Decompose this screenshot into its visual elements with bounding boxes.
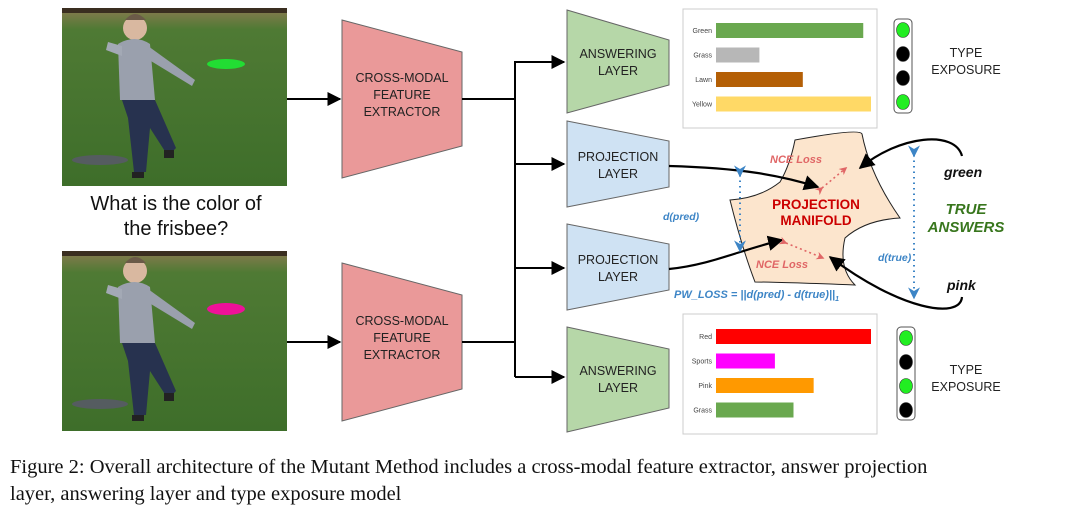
answering-label-line1: ANSWERING [579, 364, 656, 378]
type-exposure-1: TYPE EXPOSURE [893, 18, 1001, 114]
bar-label: Grass [693, 408, 712, 415]
nce-arrow-bottom [778, 236, 825, 260]
bar-label: Yellow [692, 102, 713, 109]
projection-layer-2: PROJECTION LAYER [566, 223, 670, 311]
question-line1: What is the color of [90, 193, 262, 215]
type-exposure-label-line1: TYPE [950, 363, 983, 377]
true-answer-pink: pink [946, 277, 977, 293]
bar-pink [716, 378, 814, 393]
answering-label-line1: ANSWERING [579, 47, 656, 61]
type-exposure-label-line2: EXPOSURE [931, 380, 1000, 394]
answering-label-line2: LAYER [598, 64, 638, 78]
light-black [899, 402, 913, 418]
extractor-label-line3: EXTRACTOR [364, 348, 441, 362]
light-green [896, 22, 910, 38]
projection-label-line2: LAYER [598, 270, 638, 284]
bar-label: Lawn [695, 77, 712, 84]
bar-green [716, 23, 864, 38]
arrow-projection2-to-manifold [668, 235, 784, 271]
nce-loss-top-label: NCE Loss [770, 154, 822, 166]
cross-modal-extractor-1: CROSS-MODAL FEATURE EXTRACTOR [341, 19, 463, 179]
arrow-pink-to-manifold [828, 256, 964, 310]
mutant-photo [62, 251, 287, 431]
d-pred-label: d(pred) [663, 211, 700, 223]
question-line2: the frisbee? [123, 218, 229, 240]
manifold-label-line2: MANIFOLD [780, 213, 851, 228]
caption-line1: Figure 2: Overall architecture of the Mu… [10, 456, 928, 478]
light-green [899, 378, 913, 394]
type-exposure-2: TYPE EXPOSURE [896, 326, 1001, 421]
extractor-label-line1: CROSS-MODAL [355, 314, 448, 328]
projection-label-line1: PROJECTION [578, 253, 659, 267]
manifold-label-line1: PROJECTION [772, 197, 860, 212]
bar-label: Red [699, 334, 712, 341]
extractor-label-line3: EXTRACTOR [364, 105, 441, 119]
manhole-cover [72, 155, 128, 165]
bar-red [716, 329, 871, 344]
traffic-light-frame [896, 326, 916, 421]
bar-label: Sports [692, 359, 713, 366]
projection-layer-1: PROJECTION LAYER [566, 120, 670, 208]
bar-label: Green [693, 28, 713, 35]
figure-caption: Figure 2: Overall architecture of the Mu… [10, 454, 1070, 508]
question-text: What is the color of the frisbee? [58, 192, 294, 242]
architecture-diagram: CROSS-MODAL FEATURE EXTRACTOR CROSS-MODA… [62, 8, 1005, 435]
nce-arrow-top [814, 166, 848, 196]
bar-label: Pink [698, 383, 712, 390]
extractor-label-line1: CROSS-MODAL [355, 71, 448, 85]
answering-layer-1: ANSWERING LAYER [566, 9, 670, 114]
bar-label: Grass [693, 53, 712, 60]
true-answer-green: green [943, 164, 982, 180]
light-green [899, 330, 913, 346]
arrow-projection1-to-manifold [668, 164, 820, 191]
pw-loss-formula: PW_LOSS = ||d(pred) - d(true)||1 [674, 289, 839, 303]
nce-loss-bottom-label: NCE Loss [756, 259, 808, 271]
light-black [896, 70, 910, 86]
frisbee [207, 59, 245, 69]
type-exposure-label-line1: TYPE [950, 46, 983, 60]
projection-label-line2: LAYER [598, 167, 638, 181]
boy-figure [106, 14, 195, 178]
answering-layer-2: ANSWERING LAYER [566, 326, 670, 433]
extractor-label-line2: FEATURE [373, 88, 430, 102]
type-exposure-label-line2: EXPOSURE [931, 63, 1000, 77]
frisbee [207, 303, 245, 315]
bar-sports [716, 353, 775, 369]
true-answers-label-line2: ANSWERS [927, 219, 1005, 236]
bar-yellow [716, 96, 871, 112]
cross-modal-extractor-2: CROSS-MODAL FEATURE EXTRACTOR [341, 262, 463, 422]
traffic-light-frame [893, 18, 913, 114]
original-photo [62, 8, 287, 186]
light-black [896, 46, 910, 62]
bar-grass [716, 402, 794, 418]
caption-line2: layer, answering layer and type exposure… [10, 483, 402, 505]
manhole-cover [72, 399, 128, 409]
boy-figure [106, 257, 195, 421]
d-true-label: d(true) [878, 252, 912, 264]
true-answers-label-line1: TRUE [946, 201, 988, 218]
light-green [896, 94, 910, 110]
bar-lawn [716, 72, 803, 87]
projection-label-line1: PROJECTION [578, 150, 659, 164]
answering-label-line2: LAYER [598, 381, 638, 395]
extractor-label-line2: FEATURE [373, 331, 430, 345]
connector-lines [462, 55, 566, 384]
arrow-green-to-manifold [858, 138, 964, 169]
bar-grass [716, 47, 760, 63]
light-black [899, 354, 913, 370]
